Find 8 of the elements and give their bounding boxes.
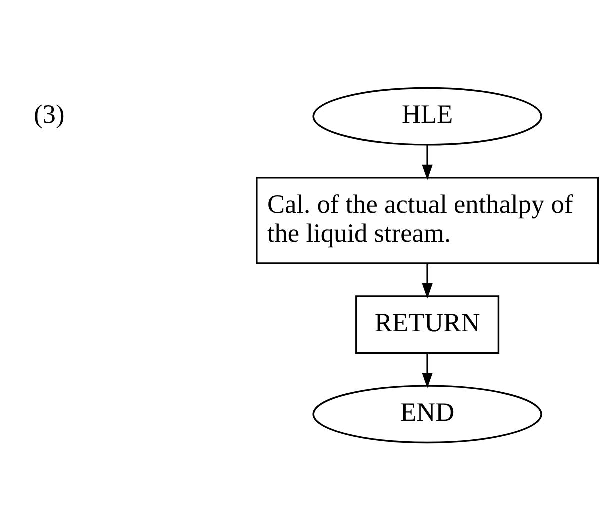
label: (3) <box>34 100 65 130</box>
arrow <box>422 264 433 299</box>
arrow <box>422 353 433 388</box>
node-box: RETURN <box>356 296 500 354</box>
node-box: Cal. of the actual enthalpy of the liquid stream. <box>256 177 600 264</box>
node-ellipse: HLE <box>312 87 542 146</box>
arrow <box>422 145 433 180</box>
node-ellipse: END <box>312 385 542 444</box>
